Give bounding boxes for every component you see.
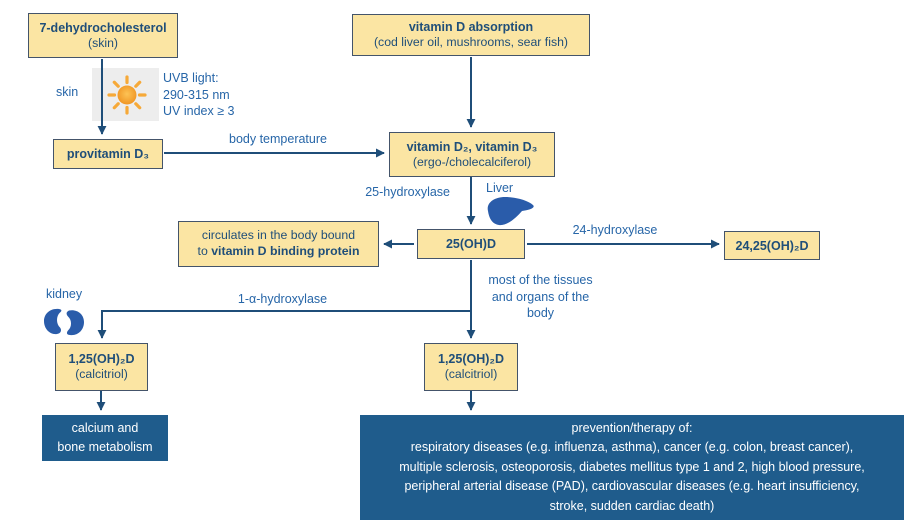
node-7-dehydrocholesterol: 7-dehydrocholesterol (skin): [28, 13, 178, 58]
node-25-oh-d: 25(OH)D: [417, 229, 525, 259]
node-prevention-therapy: prevention/therapy of: respiratory disea…: [360, 415, 904, 520]
label-uvb-light: UVB light: 290-315 nm UV index ≥ 3: [163, 71, 235, 118]
node-calcitriol-kidney: 1,25(OH)₂D (calcitriol): [55, 343, 148, 391]
node-line2: to vitamin D binding protein: [198, 244, 360, 260]
node-calcium-bone-metabolism: calcium and bone metabolism: [42, 415, 168, 461]
liver-icon: [487, 197, 534, 226]
sun-icon: [92, 68, 159, 121]
node-title: vitamin D absorption: [408, 20, 534, 35]
node-vitamin-d2-d3: vitamin D₂, vitamin D₃ (ergo-/cholecalci…: [389, 132, 555, 177]
node-subtitle: (calcitriol): [75, 367, 128, 382]
label-1-alpha-hydroxylase: 1-α-hydroxylase: [237, 292, 328, 306]
node-title: 1,25(OH)₂D: [68, 352, 135, 367]
node-title: 1,25(OH)₂D: [438, 352, 504, 367]
node-line2-bold: vitamin D binding protein: [211, 244, 360, 258]
node-line1: circulates in the body bound: [201, 228, 356, 243]
node-title: vitamin D₂, vitamin D₃: [406, 139, 538, 154]
label-kidney: kidney: [46, 287, 83, 301]
node-subtitle: (cod liver oil, mushrooms, sear fish): [373, 35, 569, 50]
node-binding-protein: circulates in the body bound to vitamin …: [178, 221, 379, 267]
node-title: 25(OH)D: [445, 237, 496, 251]
label-24-hydroxylase: 24-hydroxylase: [572, 223, 658, 237]
node-24-25-oh2-d: 24,25(OH)₂D: [724, 231, 820, 260]
node-subtitle: (skin): [87, 35, 119, 50]
label-liver: Liver: [486, 181, 514, 195]
node-title: 7-dehydrocholesterol: [39, 20, 167, 35]
label-skin: skin: [56, 85, 79, 99]
kidney-icon: [44, 308, 84, 336]
node-title: 24,25(OH)₂D: [735, 238, 809, 253]
flow-arrows: [96, 57, 720, 411]
label-25-hydroxylase: 25-hydroxylase: [365, 185, 450, 199]
label-most-tissues: most of the tissues and organs of the bo…: [488, 273, 593, 320]
node-line2-prefix: to: [197, 244, 212, 258]
node-subtitle: (ergo-/cholecalciferol): [412, 154, 532, 169]
node-vitamin-d-absorption: vitamin D absorption (cod liver oil, mus…: [352, 14, 590, 56]
node-subtitle: (calcitriol): [444, 367, 498, 382]
label-body-temperature: body temperature: [229, 132, 327, 146]
node-title: provitamin D₃: [66, 147, 150, 161]
node-calcitriol-tissues: 1,25(OH)₂D (calcitriol): [424, 343, 518, 391]
node-provitamin-d3: provitamin D₃: [53, 139, 163, 169]
